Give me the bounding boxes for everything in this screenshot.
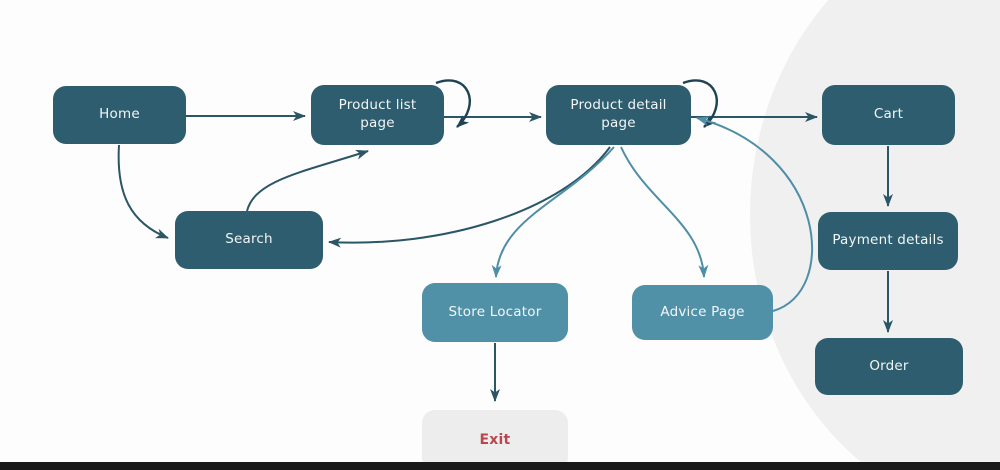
- node-product-detail: Product detail page: [546, 85, 691, 145]
- node-product-list: Product list page: [311, 85, 444, 145]
- node-product-list-label: Product list page: [338, 97, 417, 131]
- node-payment-details-label: Payment details: [832, 232, 944, 249]
- node-exit-label: Exit: [479, 431, 511, 448]
- node-order: Order: [815, 338, 963, 395]
- edge-home-to-search: [117, 144, 169, 239]
- edge-advice-page-to-product-detail: [696, 116, 814, 312]
- node-store-locator: Store Locator: [422, 283, 568, 342]
- node-advice-page: Advice Page: [632, 285, 773, 340]
- node-payment-details: Payment details: [818, 212, 958, 270]
- node-cart-label: Cart: [873, 106, 904, 123]
- node-advice-page-label: Advice Page: [660, 303, 745, 320]
- node-product-detail-label: Product detail page: [570, 97, 667, 131]
- bottom-edge-bar: [0, 462, 1000, 470]
- node-home: Home: [53, 86, 186, 144]
- edge-product-detail-to-search: [328, 146, 611, 248]
- node-cart: Cart: [822, 85, 955, 145]
- node-home-label: Home: [99, 106, 140, 123]
- node-order-label: Order: [869, 357, 909, 374]
- node-search: Search: [175, 211, 323, 269]
- edge-search-to-product-list: [246, 149, 369, 212]
- node-exit: Exit: [422, 410, 568, 470]
- edge-product-detail-to-advice-page: [620, 146, 709, 278]
- edge-product-list-self-loop: [435, 79, 472, 128]
- node-search-label: Search: [225, 231, 273, 248]
- edge-product-detail-self-loop: [682, 79, 719, 128]
- edge-product-detail-to-store-locator: [491, 146, 615, 278]
- node-store-locator-label: Store Locator: [448, 303, 542, 320]
